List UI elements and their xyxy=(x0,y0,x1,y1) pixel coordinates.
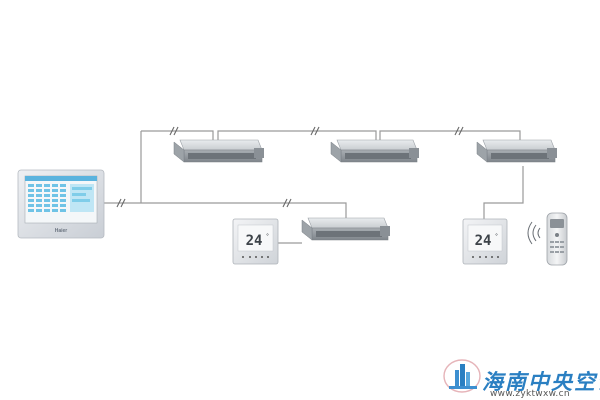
wired-controller-1-degree-icon: ° xyxy=(266,233,269,240)
central-touch-controller: Haier xyxy=(17,169,105,239)
watermark-logo-icon xyxy=(443,359,481,393)
wired-controller-2-temperature: 24 xyxy=(475,233,492,249)
controller-brand-logo: Haier xyxy=(55,228,68,234)
remote-control xyxy=(546,212,568,266)
indoor-unit-1 xyxy=(173,139,264,163)
watermark-url: www.zyktwxw.cn xyxy=(490,389,570,399)
wired-controller-2: 24 ° xyxy=(462,218,508,265)
wireless-signal-icon xyxy=(527,221,541,245)
wired-controller-2-degree-icon: ° xyxy=(495,233,498,240)
wired-controller-1: 24 ° xyxy=(232,218,279,265)
communication-wiring xyxy=(104,130,524,244)
indoor-unit-4 xyxy=(301,217,390,241)
indoor-unit-3 xyxy=(476,139,557,163)
wire-break-marks xyxy=(116,126,464,208)
controller-screen-grid xyxy=(28,184,66,212)
watermark-text: 海南中央空调 xyxy=(482,369,600,394)
wired-controller-1-temperature: 24 xyxy=(246,233,263,249)
indoor-unit-2 xyxy=(330,139,419,163)
